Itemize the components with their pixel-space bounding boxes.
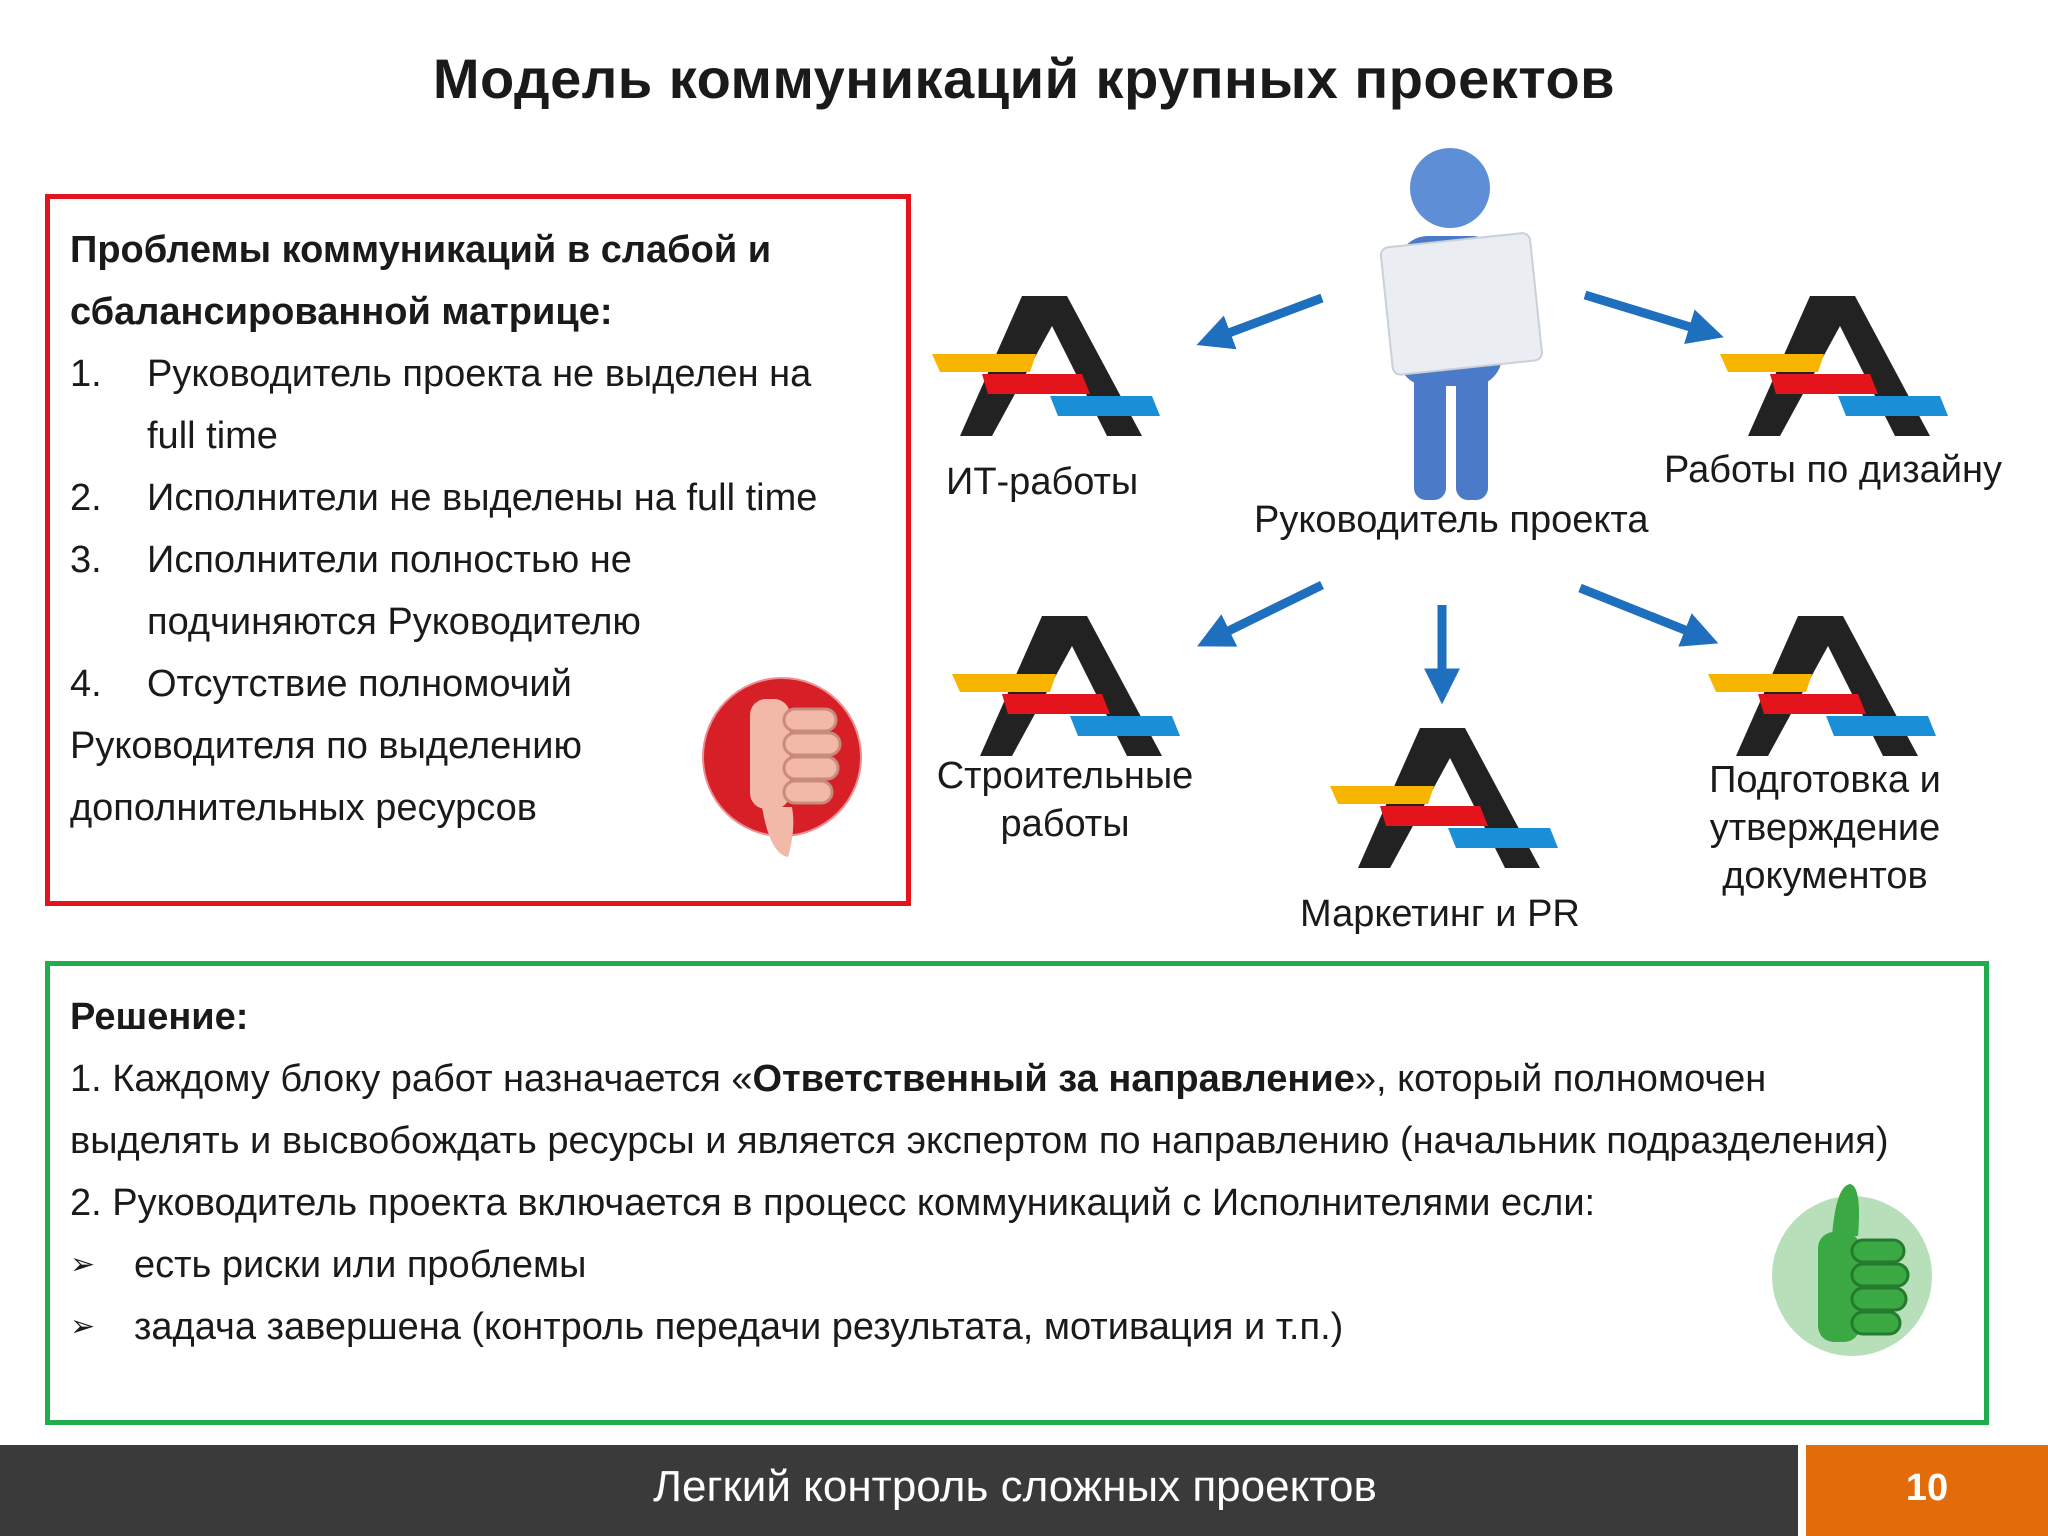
item-number: 2. <box>70 477 102 519</box>
slide-title: Модель коммуникаций крупных проектов <box>432 47 1616 110</box>
arrow-bullet-icon: ➢ <box>70 1248 96 1281</box>
problems-panel: Проблемы коммуникаций в слабой и сбаланс… <box>45 194 911 906</box>
solution-heading: Решение: <box>70 996 249 1038</box>
item-number: 4. <box>70 663 102 705</box>
arrow-to-it <box>1196 293 1324 350</box>
logo-design <box>1720 296 1948 436</box>
arrow-bullet-icon: ➢ <box>70 1310 96 1343</box>
responsible-term: Ответственный за направление <box>752 1058 1355 1100</box>
item-text: full time <box>147 415 278 457</box>
text-span: 1. Каждому блоку работ назначается « <box>70 1058 753 1100</box>
item-text: Руководитель проекта не выделен на <box>147 353 812 395</box>
arrow-to-design <box>1583 290 1724 344</box>
problems-heading-line2: сбалансированной матрице: <box>70 291 613 333</box>
label-marketing: Маркетинг и PR <box>1300 893 1580 935</box>
label-line: утверждение <box>1709 807 1941 849</box>
label-line: документов <box>1722 855 1928 897</box>
item-text: Исполнители полностью не <box>147 539 632 581</box>
text-span: », который полномочен <box>1354 1058 1767 1100</box>
label-line: Строительные <box>936 755 1194 797</box>
footer-text: Легкий контроль сложных проектов <box>653 1462 1377 1511</box>
item-text: Отсутствие полномочий <box>147 663 572 705</box>
logo-construction <box>952 616 1180 756</box>
logo-documents <box>1708 616 1936 756</box>
footer-bar <box>0 1445 1798 1536</box>
logo-marketing <box>1330 728 1558 868</box>
label-line: Подготовка и <box>1709 759 1941 801</box>
solution-point-1-line2: выделять и высвобождать ресурсы и являет… <box>70 1120 1889 1162</box>
problem-item-2: 2. Исполнители не выделены на full time <box>70 467 886 529</box>
problem-item-4: 4. Отсутствие полномочий <box>70 653 886 715</box>
bullet-text: есть риски или проблемы <box>134 1244 587 1286</box>
arrows <box>1196 290 1724 705</box>
thumbs-down-icon <box>700 675 864 857</box>
problem-tail-line2: дополнительных ресурсов <box>70 787 537 829</box>
project-manager-figure <box>1379 148 1543 500</box>
communication-diagram <box>932 148 1948 868</box>
label-project-manager: Руководитель проекта <box>1254 499 1649 541</box>
item-number: 1. <box>70 353 102 395</box>
solution-point-1: 1. Каждому блоку работ назначается «Отве… <box>70 1048 1964 1110</box>
label-line: работы <box>1000 803 1130 845</box>
label-it: ИТ-работы <box>946 461 1139 503</box>
logo-it <box>932 296 1160 436</box>
solution-point-2: 2. Руководитель проекта включается в про… <box>70 1182 1596 1224</box>
label-documents: Подготовка и утверждение документов <box>1690 756 1960 900</box>
bullet-item: ➢ есть риски или проблемы <box>70 1234 1964 1296</box>
thumbs-up-icon <box>1772 1184 1932 1356</box>
item-text: подчиняются Руководителю <box>147 601 641 643</box>
bullet-item: ➢ задача завершена (контроль передачи ре… <box>70 1296 1964 1358</box>
problems-heading-line1: Проблемы коммуникаций в слабой и <box>70 229 772 271</box>
arrow-to-documents <box>1578 583 1719 647</box>
item-number: 3. <box>70 539 102 581</box>
label-construction: Строительные работы <box>930 752 1200 848</box>
problem-item-3: 3. Исполнители полностью не подчиняются Р… <box>70 529 886 653</box>
problem-tail-line1: Руководителя по выделению <box>70 725 582 767</box>
item-text: Исполнители не выделены на full time <box>147 477 818 519</box>
problem-item-1: 1. Руководитель проекта не выделен на ful… <box>70 343 886 467</box>
bullet-text: задача завершена (контроль передачи резу… <box>134 1306 1344 1348</box>
label-design: Работы по дизайну <box>1664 449 2002 491</box>
page-number: 10 <box>1806 1445 2048 1536</box>
arrow-to-construction <box>1197 580 1324 647</box>
solution-panel: Решение: 1. Каждому блоку работ назначае… <box>45 961 1989 1425</box>
